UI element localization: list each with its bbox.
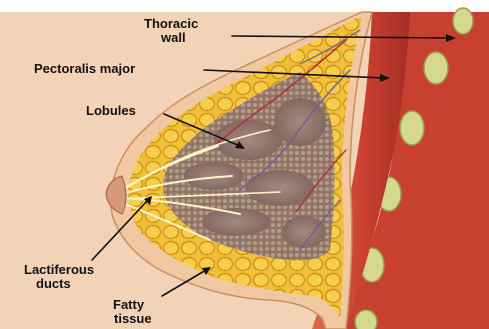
label-lactiferous-ducts-line-1: Lactiferous [24,263,94,276]
rib-6 [355,310,377,329]
rib-1 [453,8,473,34]
label-thoracic-wall-line-2: wall [161,31,186,44]
label-fatty-tissue-line-2: tissue [114,312,152,325]
lobule-6 [282,216,326,248]
lobule-3 [184,162,244,190]
label-lobules: Lobules [86,104,136,117]
rib-2 [424,52,448,84]
label-fatty-tissue-line-1: Fatty [113,298,144,311]
label-thoracic-wall-line-1: Thoracic [144,17,198,30]
label-lactiferous-ducts-line-2: ducts [36,277,71,290]
rib-3 [400,111,424,145]
label-pectoralis-major: Pectoralis major [34,62,135,75]
